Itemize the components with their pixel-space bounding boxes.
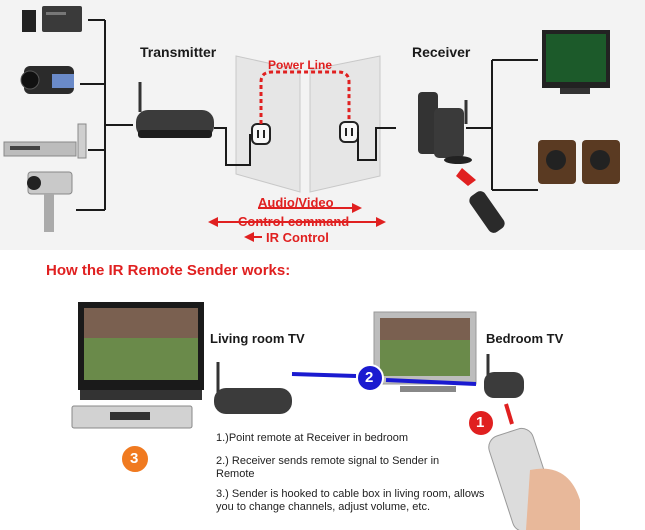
transmitter-device: [136, 82, 214, 138]
speakers: [538, 140, 620, 184]
signal-label-av: Audio/Video: [258, 195, 334, 210]
signal-label-ir: IR Control: [266, 230, 329, 245]
transmitter-label: Transmitter: [140, 44, 217, 60]
ir-signal-dash: [504, 403, 514, 425]
step-3-text: 3.) Sender is hooked to cable box in liv…: [216, 488, 485, 513]
step-2-text: 2.) Receiver sends remote signal to Send…: [216, 455, 440, 480]
badge-2: 2: [365, 369, 374, 386]
badge-3-circle: [120, 444, 150, 474]
bedroom-tv: [373, 311, 477, 392]
badge-1: 1: [476, 414, 485, 431]
signal-label-control: Control command: [238, 214, 350, 229]
bedroom-tv-label: Bedroom TV: [486, 331, 564, 346]
cable-box: [71, 405, 193, 429]
badge-3: 3: [130, 450, 139, 467]
living-room-tv-label: Living room TV: [210, 331, 305, 346]
badge-2-circle: [356, 364, 384, 392]
camcorder-device: [20, 66, 74, 94]
step-1-text: 1.)Point remote at Receiver in bedroom: [216, 432, 408, 444]
badge-1-circle: [467, 409, 495, 437]
bedroom-receiver-device: [484, 354, 524, 398]
receiver-label: Receiver: [412, 44, 471, 60]
receiver-device: [418, 92, 476, 186]
av-receiver-device: [22, 6, 82, 32]
hand-remote: [488, 427, 580, 530]
remote-control-top: [469, 191, 505, 233]
power-line-path: [259, 70, 351, 124]
output-bracket-lines: [466, 59, 538, 191]
source-bracket-lines: [76, 19, 133, 211]
section-title: How the IR Remote Sender works:: [46, 262, 291, 279]
signal-link-line: [291, 372, 477, 386]
security-camera-device: [27, 171, 73, 232]
wall-sockets: [235, 55, 381, 193]
dvd-player-device: [3, 123, 87, 159]
living-room-tv: [78, 302, 204, 400]
sender-device: [214, 362, 292, 414]
power-line-label: Power Line: [268, 58, 333, 72]
power-cords: [214, 127, 396, 166]
flat-tv-top: [542, 30, 610, 94]
signal-arrows: [208, 203, 386, 242]
